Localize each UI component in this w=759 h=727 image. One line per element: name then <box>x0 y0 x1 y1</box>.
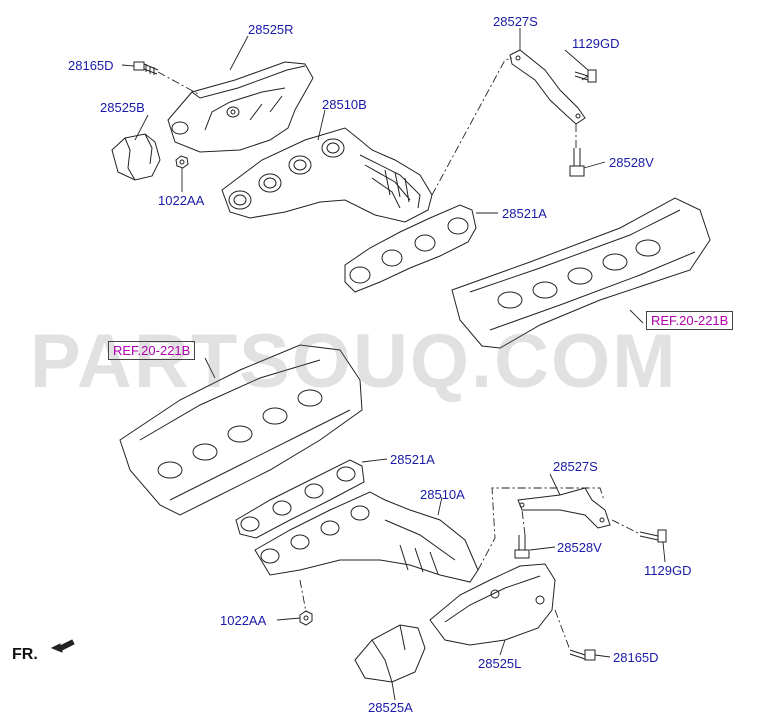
callout-28527S-top[interactable]: 28527S <box>493 14 538 29</box>
bolt-28528V-top[interactable] <box>569 148 585 177</box>
gasket-28521A-top[interactable] <box>344 204 477 293</box>
heat-shield-28525R[interactable] <box>167 61 314 153</box>
callout-28525R[interactable]: 28525R <box>248 22 294 37</box>
callout-28527S-bottom[interactable]: 28527S <box>553 459 598 474</box>
callout-1022AA-bottom[interactable]: 1022AA <box>220 613 267 628</box>
callout-28521A-top[interactable]: 28521A <box>502 206 547 221</box>
dash-dot-lines <box>157 57 641 651</box>
callout-28165D-top[interactable]: 28165D <box>68 58 114 73</box>
callout-28528V-bottom[interactable]: 28528V <box>557 540 602 555</box>
reference-label-top[interactable]: REF.20-221B <box>646 311 734 330</box>
callout-28521A-bottom[interactable]: 28521A <box>390 452 435 467</box>
heat-shield-28525A[interactable] <box>354 624 426 683</box>
bolt-28165D-bottom[interactable] <box>569 649 596 661</box>
callout-28525B[interactable]: 28525B <box>100 100 145 115</box>
nut-1022AA-top[interactable] <box>175 155 189 169</box>
heat-shield-28525B[interactable] <box>111 133 161 181</box>
callout-28510B[interactable]: 28510B <box>322 97 367 112</box>
reference-label-bottom[interactable]: REF.20-221B <box>108 341 196 360</box>
front-direction-label: FR. <box>12 646 38 663</box>
heat-shield-28525L[interactable] <box>429 563 556 646</box>
callout-1129GD-top[interactable]: 1129GD <box>572 36 620 51</box>
bolt-1129GD-top[interactable] <box>574 69 597 83</box>
callout-28525A[interactable]: 28525A <box>368 700 413 715</box>
cylinder-head-top <box>451 197 711 349</box>
callout-1129GD-bottom[interactable]: 1129GD <box>644 563 692 578</box>
bolt-28528V-bottom[interactable] <box>514 535 530 559</box>
callout-1022AA-top[interactable]: 1022AA <box>158 193 205 208</box>
callout-28528V-top[interactable]: 28528V <box>609 155 654 170</box>
gasket-28521A-bottom[interactable] <box>235 459 365 539</box>
exhaust-manifold-28510B[interactable] <box>221 127 433 223</box>
bolt-1129GD-bottom[interactable] <box>639 529 667 543</box>
cylinder-head-bottom <box>119 344 363 516</box>
callout-28165D-bottom[interactable]: 28165D <box>613 650 659 665</box>
front-arrow-icon <box>50 639 75 653</box>
nut-1022AA-bottom[interactable] <box>299 610 313 626</box>
watermark: PARTSOUQ.COM <box>30 319 678 404</box>
bracket-28527S-bottom[interactable] <box>517 487 611 529</box>
callout-28510A[interactable]: 28510A <box>420 487 465 502</box>
leader-lines <box>121 28 666 701</box>
callout-28525L[interactable]: 28525L <box>478 656 522 671</box>
bracket-28527S-top[interactable] <box>509 49 586 125</box>
bolt-28165D-top[interactable] <box>133 61 159 75</box>
